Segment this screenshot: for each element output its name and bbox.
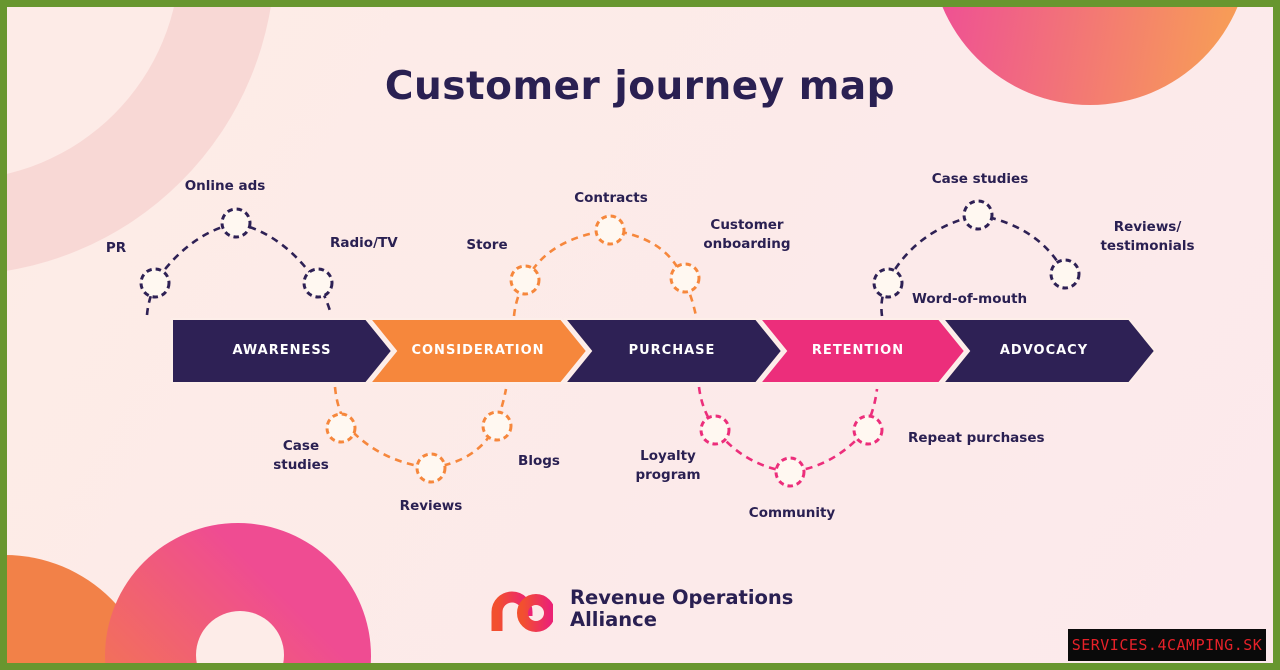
revenue-operations-alliance-logo-icon [491,591,553,632]
node-repeat-purchases [852,414,884,446]
node-store [509,264,541,296]
stage-chevron-advocacy [940,318,1157,384]
label-online-ads: Online ads [184,178,266,194]
stage-label-retention: RETENTION [811,343,905,358]
node-reviews-testimonials [1049,258,1081,290]
stage-label-consideration: CONSIDERATION [411,343,545,358]
node-loyalty-program [699,414,731,446]
journey-arc-consideration-below [333,386,508,470]
label-customer-onboarding: Customer onboarding [703,217,791,252]
node-word-of-mouth [872,267,904,299]
label-case-studies-2: Case studies [931,171,1029,187]
page-title: Customer journey map [384,64,896,109]
node-contracts [594,214,626,246]
stage-label-purchase: PURCHASE [628,343,716,358]
node-reviews [415,452,447,484]
journey-arc-awareness [145,221,333,316]
node-pr [139,267,171,299]
label-reviews-testimonials: Reviews/ testimonials [1100,219,1195,254]
stage-chevron-retention [757,318,967,384]
node-online-ads [220,207,252,239]
label-reviews: Reviews [399,498,463,514]
label-repeat-purchases: Repeat purchases [908,430,1045,446]
stage-label-awareness: AWARENESS [232,343,332,358]
stage-label-advocacy: ADVOCACY [999,343,1089,358]
label-contracts: Contracts [574,190,648,206]
label-pr: PR [105,240,127,256]
label-store: Store [466,237,508,253]
node-case-studies-1 [325,412,357,444]
node-customer-onboarding [669,262,701,294]
label-loyalty-program: Loyalty program [635,448,701,483]
label-radio-tv: Radio/TV [330,235,398,251]
node-case-studies-2 [962,199,994,231]
stage-chevron-awareness [171,318,394,384]
label-community: Community [748,505,836,521]
stage-chevron-purchase [562,318,784,384]
label-blogs: Blogs [518,453,560,469]
node-radio-tv [302,267,334,299]
label-case-studies-1: Case studies [273,438,329,473]
label-word-of-mouth: Word-of-mouth [912,291,1028,307]
stage-chevron-consideration [367,318,589,384]
node-blogs [481,410,513,442]
node-community [774,456,806,488]
revenue-operations-alliance-logo-text: Revenue Operations Alliance [570,586,794,631]
watermark-services-4camping: SERVICES.4CAMPING.SK [1068,629,1266,661]
